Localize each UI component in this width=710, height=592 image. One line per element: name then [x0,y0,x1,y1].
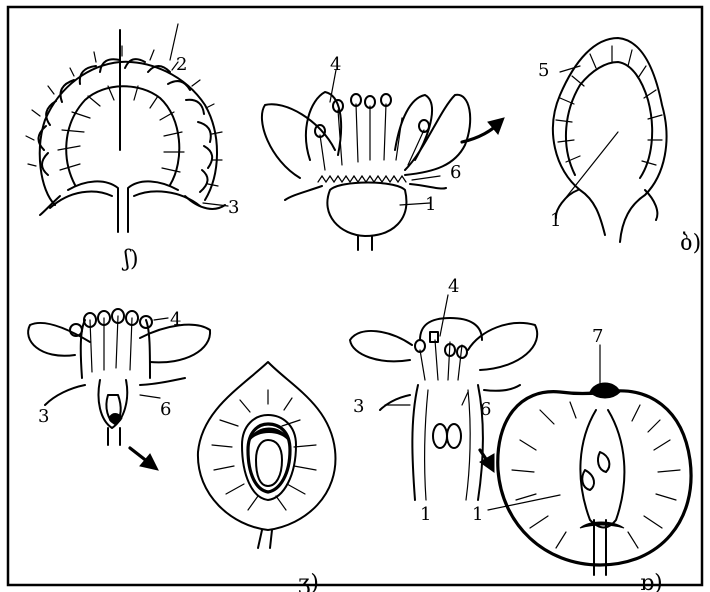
label-3-d: 3 [38,406,49,427]
label-7: 7 [592,326,603,347]
label-3-a: 3 [228,197,239,218]
label-1-g: 1 [472,504,483,525]
label-3-f: 3 [353,396,364,417]
fruit-pear-shape: 5 1 ბ) [538,38,701,256]
label-2: 2 [176,54,187,75]
label-6-f: 6 [480,399,491,420]
flower-half-inferior-ovary: 4 6 3 [28,309,210,470]
label-1-b: 1 [425,194,436,215]
label-6-b: 6 [450,162,461,183]
panel-label-c: ʒ) [298,571,319,592]
label-1-c: 1 [550,210,561,231]
label-4-d: 4 [170,309,181,330]
flower-concave-receptacle: 2 3 ʃ) [26,24,239,272]
panel-label-a: ʃ) [121,247,139,272]
label-4-f: 4 [448,276,459,297]
label-4-b: 4 [330,54,341,75]
panel-label-b: ბ) [680,231,701,256]
panel-label-d: ɒ) [640,571,663,592]
label-6-d: 6 [160,399,171,420]
flower-inferior-ovary: 4 3 6 1 [350,276,537,525]
label-1-f: 1 [420,504,431,525]
label-5: 5 [538,60,549,81]
flower-superior-ovary: 1 6 4 [262,54,504,250]
fruit-drupe-section: ʒ) [198,362,336,592]
